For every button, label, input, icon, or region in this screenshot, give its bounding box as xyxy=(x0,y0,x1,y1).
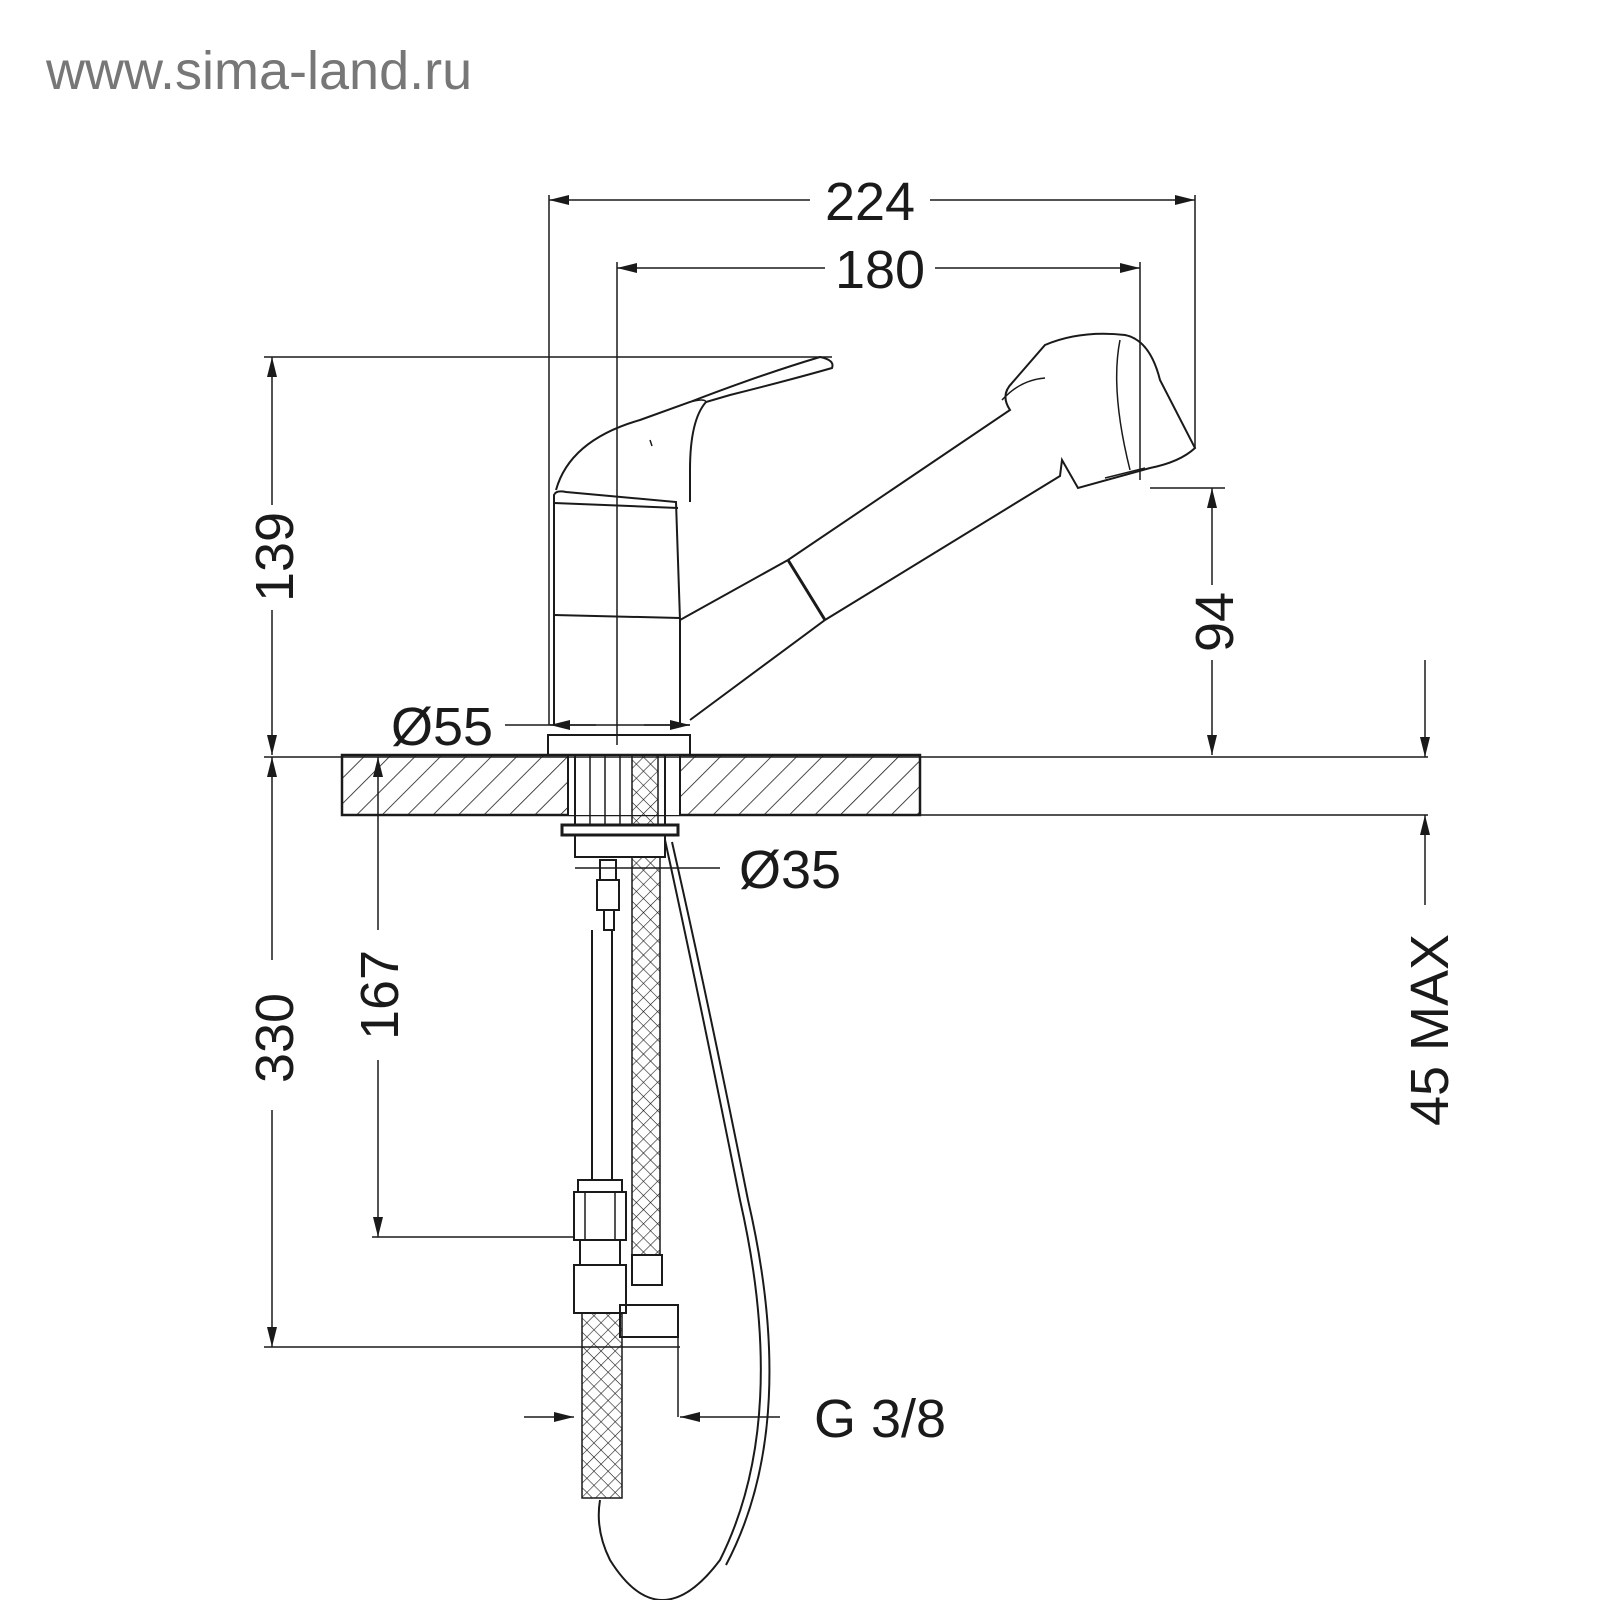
dim-tail-length: 167 xyxy=(350,950,410,1040)
dim-spout-height: 94 xyxy=(1185,592,1245,652)
dim-height-total: 139 xyxy=(245,512,305,602)
site-watermark: www.sima-land.ru xyxy=(46,41,473,101)
dim-overall-width: 224 xyxy=(825,172,915,232)
dim-connection-thread: G 3/8 xyxy=(814,1389,946,1449)
dim-spout-reach: 180 xyxy=(835,240,925,300)
pullout-spout xyxy=(679,332,1197,721)
faucet-body xyxy=(547,355,834,756)
dimension-lines xyxy=(264,195,1430,1422)
dim-mount-diameter: Ø35 xyxy=(739,840,841,900)
countertop-section xyxy=(340,753,922,817)
dim-hose-length: 330 xyxy=(245,993,305,1083)
dim-base-diameter: Ø55 xyxy=(391,697,493,757)
dim-deck-thickness: 45 MAX xyxy=(1400,934,1460,1126)
supply-hoses xyxy=(560,754,771,1600)
